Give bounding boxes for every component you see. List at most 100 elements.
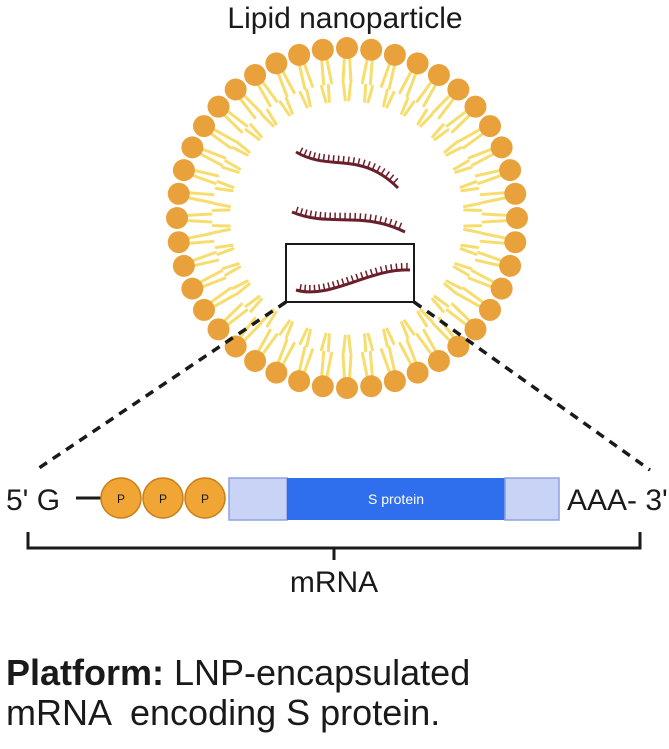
lipid-tail (298, 327, 309, 346)
strand-base (299, 208, 304, 216)
lipid-tail (443, 140, 459, 154)
lipid-tail (454, 262, 473, 271)
mrna-bracket-label: mRNA (290, 566, 378, 599)
lipid-head (288, 43, 311, 66)
lipid-tail (452, 265, 470, 277)
lipid-head (447, 78, 470, 101)
strand-base (327, 282, 331, 290)
strand-backbone (291, 210, 406, 234)
strand-base (309, 210, 313, 218)
mrna-strand-2 (291, 206, 406, 234)
strand-base (331, 281, 336, 289)
strand-base (388, 174, 395, 181)
lipid-head (244, 350, 267, 373)
caption-line-1: Platform: LNP-encapsulated (6, 653, 470, 693)
lipid-tail (319, 84, 328, 104)
strand-base (383, 217, 388, 225)
strand-base (299, 283, 302, 292)
caption-bold: Platform: (6, 652, 165, 693)
lipid-tail (305, 88, 312, 108)
strand-base (398, 222, 403, 230)
lipid-head (311, 38, 334, 61)
strand-base (393, 220, 398, 228)
lipid-tail (400, 96, 410, 115)
lipid-head (490, 277, 513, 300)
lipid-head (490, 136, 513, 159)
lipid-head (383, 43, 406, 66)
lipid-tail (403, 319, 416, 336)
strand-base (384, 171, 391, 178)
lipid-tail (431, 297, 445, 313)
lipid-tail (326, 333, 331, 353)
strand-base (350, 275, 355, 283)
lipid-head (265, 52, 288, 75)
three-prime-utr (504, 477, 560, 521)
lipid-tail (305, 328, 312, 348)
strand-base (362, 159, 366, 167)
lipid-tail (416, 108, 429, 126)
lipid-tail (462, 201, 482, 209)
lipid-head (172, 254, 195, 277)
strand-base (379, 216, 383, 224)
lipid-head (224, 78, 247, 101)
lipid-head (360, 38, 383, 61)
strand-base (332, 155, 335, 163)
lipid-head (383, 370, 406, 393)
diagram-title: Lipid nanoparticle (227, 2, 462, 35)
lipid-head (181, 277, 204, 300)
lipid-tail (363, 83, 368, 103)
lipid-tail (212, 227, 232, 235)
lipid-tail (249, 297, 263, 313)
phosphate-label: P (117, 492, 125, 506)
strand-base (369, 268, 374, 277)
lipid-tail (224, 159, 242, 171)
lipid-tail (445, 279, 463, 290)
strand-base (390, 264, 393, 272)
lipid-tail (419, 112, 434, 128)
lipid-head (504, 182, 527, 205)
lipid-tail (235, 140, 251, 154)
caption-text-1: LNP-encapsulated (164, 652, 471, 693)
lipid-tail (385, 90, 396, 109)
lipid-head (181, 136, 204, 159)
lipid-tail (460, 186, 480, 193)
phosphate-label: P (159, 492, 167, 506)
lipid-tail (382, 328, 389, 348)
lipid-head (499, 159, 522, 182)
zoom-box (285, 243, 415, 303)
strand-base (364, 270, 369, 278)
caption-line-2: mRNA encoding S protein. (6, 692, 441, 733)
strand-base (319, 211, 322, 219)
strand-base (366, 161, 371, 169)
lipid-head (244, 63, 267, 86)
strand-backbone (295, 150, 400, 190)
mrna-strands (291, 147, 411, 294)
lipid-head (192, 115, 215, 138)
strand-base (374, 215, 377, 223)
lipid-tail (265, 310, 278, 328)
lipid-tail (459, 180, 478, 189)
lipid-head (479, 115, 502, 138)
lipid-tail (231, 279, 249, 290)
lipid-tail (221, 165, 240, 174)
strand-base (318, 284, 321, 292)
strand-base (395, 263, 398, 271)
lipid-tail (284, 321, 294, 340)
orf-label: S protein (368, 491, 424, 507)
lipid-head (207, 95, 230, 118)
lipid-head (464, 318, 487, 341)
strand-base (364, 213, 367, 221)
strand-base (355, 273, 359, 281)
lipid-tail (265, 108, 278, 126)
lipid-head (336, 377, 358, 399)
lipid-head (311, 375, 334, 398)
lipid-head (166, 207, 188, 229)
strand-base (308, 150, 312, 159)
lipid-tail (212, 201, 232, 209)
lipid-tail (284, 96, 294, 115)
lipid-head (427, 350, 450, 373)
lipid-tail (347, 334, 352, 354)
lipid-head (504, 231, 527, 254)
lipid-tail (382, 88, 389, 108)
